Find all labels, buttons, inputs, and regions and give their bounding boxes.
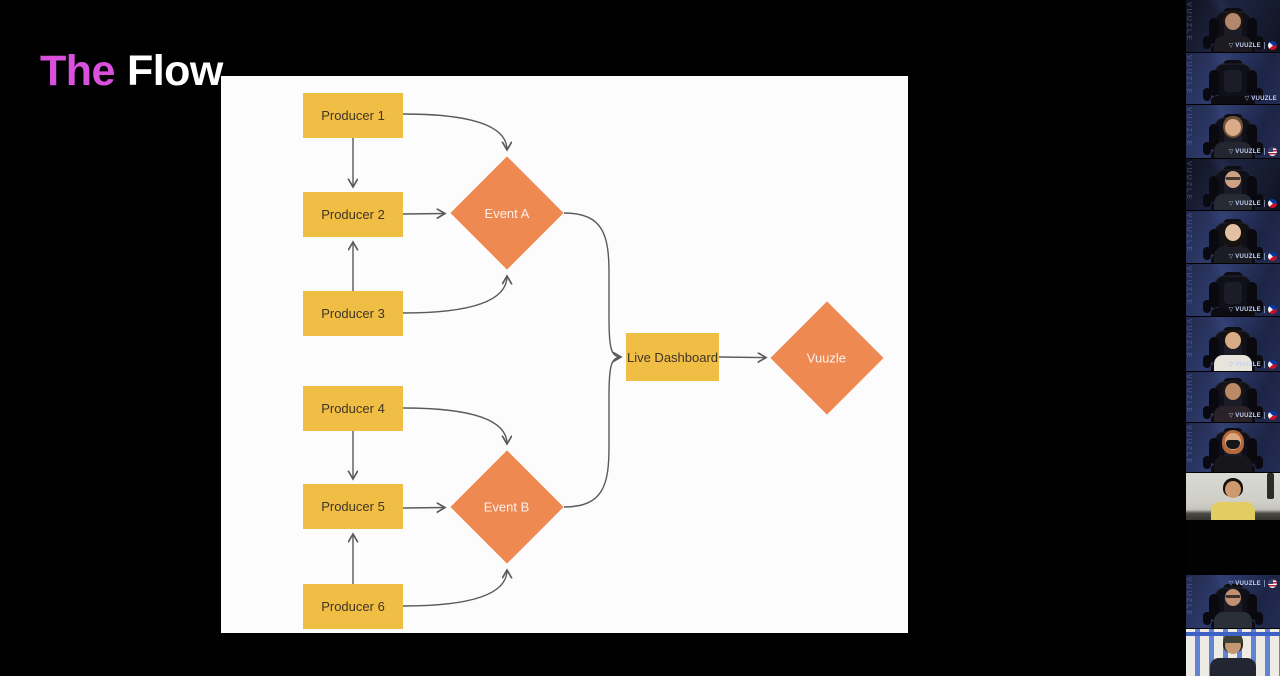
flowchart-canvas: Producer 1 Producer 2 Producer 3 Produce…: [221, 76, 908, 633]
participant-avatar: [1201, 634, 1265, 676]
node-label: Producer 3: [321, 306, 385, 321]
backdrop-brand-text: VUUZLE: [1186, 2, 1192, 42]
watermark-label: VUUZLE: [1235, 42, 1261, 49]
vuuzle-logo-icon: ▽: [1228, 42, 1234, 49]
vuuzle-logo-icon: ▽: [1244, 96, 1250, 102]
participant-video-tile[interactable]: VUUZLE ▽VUUZLE: [1186, 52, 1280, 104]
watermark-label: VUUZLE: [1235, 253, 1261, 260]
title-highlight: The: [40, 46, 115, 95]
vuuzle-logo-icon: ▽: [1228, 361, 1234, 368]
philippines-flag-icon: [1268, 360, 1277, 369]
node-label: Live Dashboard: [626, 349, 719, 365]
node-label: Producer 1: [321, 108, 385, 123]
vuuzle-logo-icon: ▽: [1228, 253, 1234, 260]
participant-avatar: [1201, 586, 1265, 628]
participants-sidebar: VUUZLE ▽VUUZLE VUUZLE ▽VUUZLE VUUZLE ▽VU…: [1186, 0, 1280, 676]
vuuzle-watermark: ▽VUUZLE: [1245, 96, 1277, 102]
vuuzle-watermark: ▽VUUZLE: [1229, 411, 1277, 420]
backdrop-brand-text: VUUZLE: [1186, 577, 1192, 617]
participant-video-tile[interactable]: VUUZLE ▽VUUZLE: [1186, 263, 1280, 316]
vuuzle-logo-icon: ▽: [1228, 306, 1234, 313]
node-producer-4: Producer 4: [303, 386, 403, 431]
node-live-dashboard: Live Dashboard: [626, 333, 719, 381]
participant-avatar: [1201, 116, 1265, 158]
participant-avatar: [1201, 10, 1265, 52]
vuuzle-watermark: ▽VUUZLE: [1229, 360, 1277, 369]
philippines-flag-icon: [1268, 252, 1277, 261]
participant-avatar: [1201, 168, 1265, 210]
watermark-label: VUUZLE: [1235, 412, 1261, 419]
watermark-label: VUUZLE: [1235, 580, 1261, 587]
participant-avatar: [1201, 329, 1265, 371]
node-producer-3: Producer 3: [303, 291, 403, 336]
us-flag-icon: [1268, 579, 1277, 588]
participant-video-tile[interactable]: [1186, 472, 1280, 520]
watermark-label: VUUZLE: [1235, 148, 1261, 155]
backdrop-brand-text: VUUZLE: [1186, 425, 1192, 465]
node-label: Vuuzle: [807, 350, 847, 366]
vuuzle-watermark: ▽VUUZLE: [1229, 252, 1277, 261]
backdrop-brand-text: VUUZLE: [1186, 107, 1192, 147]
title-rest: Flow: [126, 46, 223, 95]
philippines-flag-icon: [1268, 199, 1277, 208]
node-label: Event A: [484, 205, 530, 221]
backdrop-brand-text: VUUZLE: [1186, 374, 1192, 414]
participant-avatar: [1201, 478, 1265, 520]
participant-video-tile[interactable]: VUUZLE ▽VUUZLE: [1186, 371, 1280, 422]
vuuzle-watermark: ▽VUUZLE: [1229, 147, 1277, 156]
participant-video-tile[interactable]: [1186, 520, 1280, 572]
watermark-label: VUUZLE: [1235, 200, 1261, 207]
vuuzle-watermark: ▽VUUZLE: [1229, 305, 1277, 314]
node-producer-2: Producer 2: [303, 192, 403, 237]
backdrop-brand-text: VUUZLE: [1186, 319, 1192, 359]
vuuzle-watermark: ▽VUUZLE: [1229, 579, 1277, 588]
vuuzle-logo-icon: ▽: [1228, 580, 1234, 587]
participant-video-tile[interactable]: VUUZLE ▽VUUZLE: [1186, 316, 1280, 371]
participant-video-tile[interactable]: VUUZLE ▽VUUZLE: [1186, 572, 1280, 628]
headset-icon: [1221, 381, 1245, 395]
participant-video-tile[interactable]: VUUZLE ▽VUUZLE: [1186, 0, 1280, 52]
camo-cap: [1223, 634, 1243, 643]
flowchart-arrows: [221, 113, 908, 607]
participant-video-tile[interactable]: [1186, 628, 1280, 676]
vuuzle-watermark: ▽VUUZLE: [1229, 199, 1277, 208]
participant-avatar: [1201, 221, 1265, 263]
watermark-label: VUUZLE: [1251, 96, 1277, 102]
node-label: Producer 2: [321, 207, 385, 222]
participant-video-tile[interactable]: VUUZLE ▽VUUZLE: [1186, 210, 1280, 263]
philippines-flag-icon: [1268, 41, 1277, 50]
backdrop-brand-text: VUUZLE: [1186, 213, 1192, 253]
watermark-label: VUUZLE: [1235, 361, 1261, 368]
participant-avatar: [1201, 430, 1265, 472]
vuuzle-logo-icon: ▽: [1228, 200, 1234, 207]
philippines-flag-icon: [1268, 411, 1277, 420]
participant-video-tile[interactable]: VUUZLE ▽VUUZLE: [1186, 158, 1280, 210]
watermark-label: VUUZLE: [1235, 306, 1261, 313]
vuuzle-logo-icon: ▽: [1228, 148, 1234, 155]
participant-video-tile[interactable]: VUUZLE: [1186, 422, 1280, 472]
node-producer-1: Producer 1: [303, 93, 403, 138]
node-producer-6: Producer 6: [303, 584, 403, 629]
node-label: Producer 5: [321, 499, 385, 514]
participant-avatar: [1201, 380, 1265, 422]
backdrop-brand-text: VUUZLE: [1186, 161, 1192, 201]
philippines-flag-icon: [1268, 305, 1277, 314]
vuuzle-watermark: ▽VUUZLE: [1229, 41, 1277, 50]
node-label: Producer 4: [321, 401, 385, 416]
vuuzle-logo-icon: ▽: [1228, 412, 1234, 419]
backdrop-brand-text: VUUZLE: [1186, 266, 1192, 306]
participant-video-tile[interactable]: VUUZLE ▽VUUZLE: [1186, 104, 1280, 158]
node-producer-5: Producer 5: [303, 484, 403, 529]
node-label: Producer 6: [321, 599, 385, 614]
face-mask: [1226, 440, 1240, 449]
node-label: Event B: [484, 499, 530, 515]
backdrop-brand-text: VUUZLE: [1186, 55, 1192, 95]
us-flag-icon: [1268, 147, 1277, 156]
